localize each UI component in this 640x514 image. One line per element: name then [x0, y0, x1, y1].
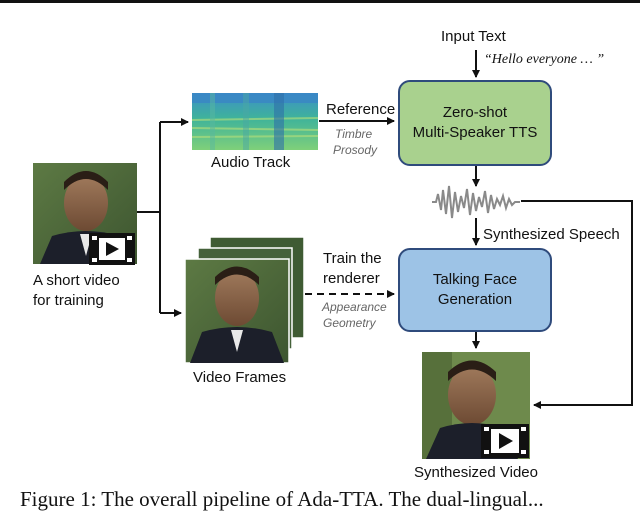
film-clip-icon-output: [481, 424, 529, 458]
tts-box-line2: Multi-Speaker TTS: [412, 124, 538, 141]
tts-box: Zero-shot Multi-Speaker TTS: [398, 80, 552, 166]
train-label-line2: renderer: [323, 270, 380, 287]
tts-box-line1: Zero-shot: [442, 104, 508, 121]
audio-spectrogram: [191, 93, 319, 150]
short-video-label-line2: for training: [33, 292, 104, 309]
train-label-line1: Train the: [323, 250, 382, 267]
top-rule: [0, 0, 640, 3]
arrow-speech-to-video: [521, 200, 633, 409]
speech-waveform: [432, 185, 520, 219]
talking-face-line1: Talking Face: [432, 271, 518, 288]
reference-label: Reference: [326, 101, 396, 118]
video-frames-stack: [184, 236, 305, 364]
talking-face-line2: Generation: [437, 291, 513, 308]
talking-face-box: Talking Face Generation: [398, 248, 552, 332]
synth-speech-label: Synthesized Speech: [483, 226, 620, 243]
short-video-label-line1: A short video: [33, 272, 120, 289]
audio-track-label: Audio Track: [211, 154, 291, 171]
geometry-label: Geometry: [323, 316, 376, 330]
input-text-label: Input Text: [441, 28, 506, 45]
synth-video-label: Synthesized Video: [414, 464, 538, 481]
appearance-label: Appearance: [322, 300, 387, 314]
prosody-label: Prosody: [333, 143, 378, 157]
timbre-label: Timbre: [335, 127, 373, 141]
video-frames-label: Video Frames: [193, 369, 287, 386]
input-text-example: “Hello everyone … ”: [484, 52, 605, 67]
film-clip-icon: [89, 233, 135, 265]
figure-caption: Figure 1: The overall pipeline of Ada-TT…: [20, 487, 544, 511]
